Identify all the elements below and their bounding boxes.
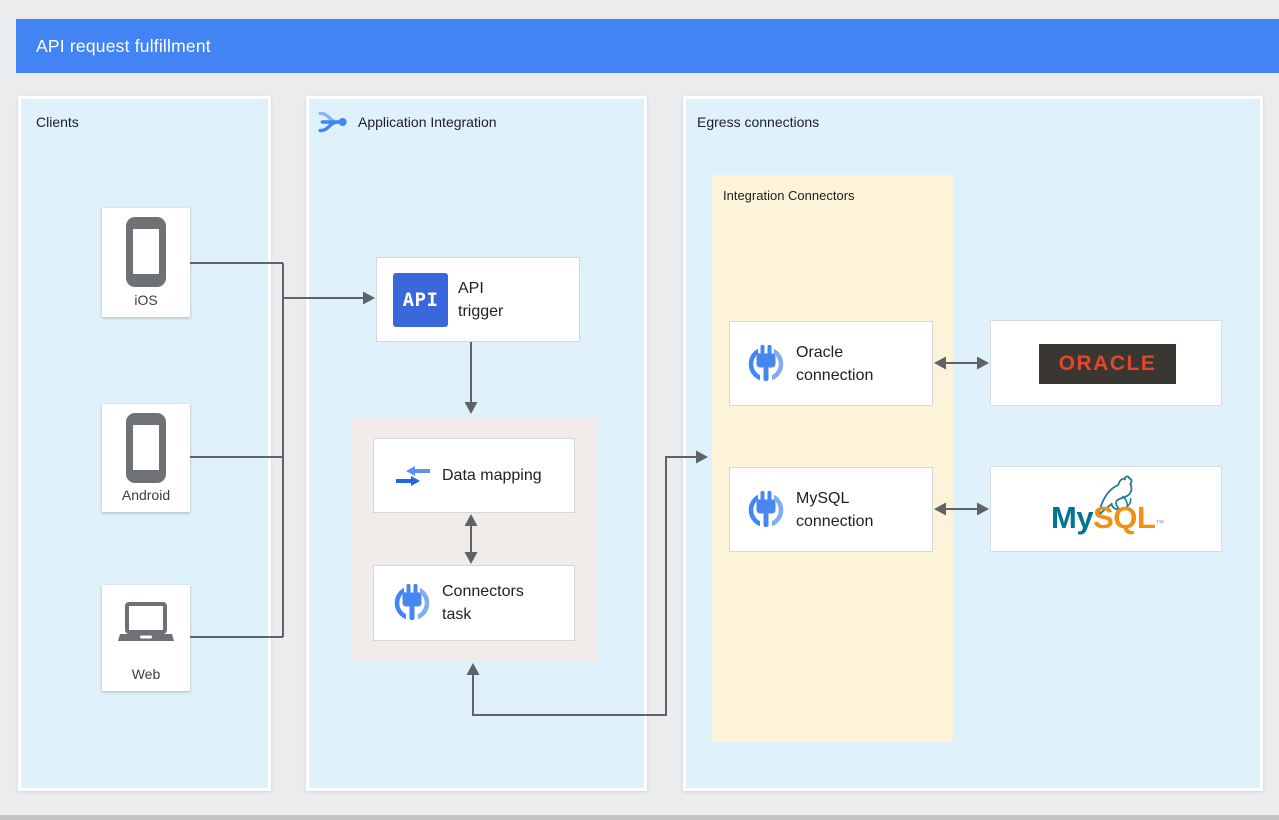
- mysql-connection-node: MySQL connection: [729, 467, 933, 552]
- mysql-connection-label: MySQL connection: [796, 489, 874, 530]
- window-bottom-edge: [0, 815, 1279, 820]
- connectors-icon: [748, 488, 784, 529]
- client-card-android: Android: [102, 404, 190, 512]
- api-trigger-label: API trigger: [458, 279, 504, 320]
- header-bar: API request fulfillment: [16, 19, 1279, 73]
- client-label: Android: [121, 487, 171, 503]
- integration-connectors-group: Integration Connectors: [712, 175, 953, 742]
- clients-panel-title: Clients: [36, 114, 79, 130]
- api-trigger-icon: API: [393, 272, 448, 327]
- connectors-icon: [748, 342, 784, 383]
- connectors-icon: [394, 582, 430, 622]
- oracle-connection-label: Oracle connection: [796, 343, 874, 384]
- connectors-task-label: Connectors task: [442, 583, 524, 623]
- connectors-task-node: Connectors task: [373, 565, 575, 641]
- client-card-ios: iOS: [102, 208, 190, 317]
- mysql-logo: MySQL™: [1051, 500, 1164, 535]
- client-label: Web: [131, 666, 161, 682]
- smartphone-icon: [126, 217, 166, 287]
- diagram-title: API request fulfillment: [36, 35, 211, 56]
- oracle-logo: ORACLE: [1039, 344, 1176, 384]
- smartphone-icon: [126, 413, 166, 483]
- api-icon-text: API: [402, 288, 439, 311]
- client-card-web: Web: [102, 585, 190, 691]
- mysql-dolphin-icon: [1097, 475, 1133, 517]
- data-mapping-node: Data mapping: [373, 438, 575, 513]
- laptop-icon: [118, 602, 174, 641]
- api-trigger-node: API API trigger: [376, 257, 580, 342]
- data-mapping-icon: [396, 465, 430, 486]
- client-label: iOS: [134, 292, 158, 308]
- mysql-logo-card: MySQL™: [990, 466, 1222, 552]
- integration-connectors-title: Integration Connectors: [723, 188, 855, 203]
- application-integration-panel-title: Application Integration: [358, 114, 497, 130]
- oracle-logo-card: ORACLE: [990, 320, 1222, 406]
- oracle-connection-node: Oracle connection: [729, 321, 933, 406]
- data-mapping-label: Data mapping: [442, 467, 542, 484]
- egress-panel-title: Egress connections: [697, 114, 820, 130]
